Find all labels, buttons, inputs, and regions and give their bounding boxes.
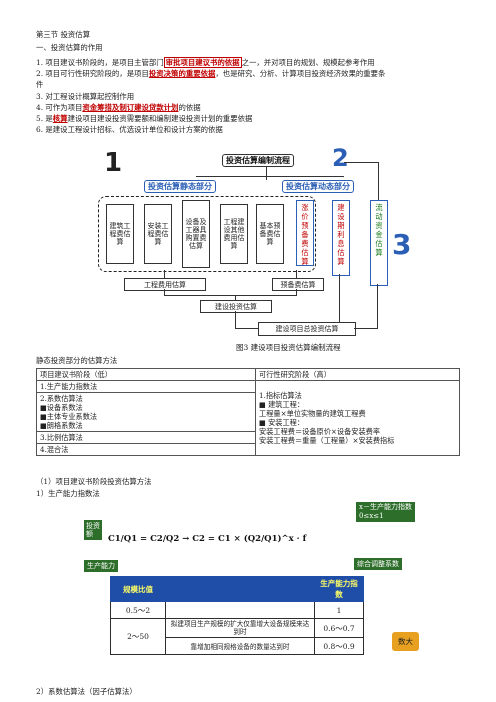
stamp-label: 数大 xyxy=(392,632,419,651)
role-item-tail: 的依据 xyxy=(178,102,201,112)
cap-desc-1 xyxy=(165,601,315,619)
cap-desc-3: 靠增加相同规格设备的数量达到时 xyxy=(165,637,315,655)
diagram-caption: 图3 建设项目投资估算编制流程 xyxy=(236,343,341,352)
col1-line-2: 2.系数估算法 xyxy=(40,394,83,403)
cap-index-1: 1 xyxy=(314,601,364,619)
static-method-heading: 静态投资部分的估算方法 xyxy=(36,356,118,365)
role-item: 1. 项目建议书阶段的，是项目主管部门审批项目建议书的依据之一，并对项目的规划、… xyxy=(36,57,375,68)
prep-cost-box: 预备费估算 xyxy=(272,278,324,291)
x-label-box: x－生产能力指数 0≤x≤1 xyxy=(356,502,415,522)
x-range: 0≤x≤1 xyxy=(359,512,384,520)
cap-h2: 生产能力指数 xyxy=(314,576,364,602)
static-box-3: 设备及工器具购置费估算 xyxy=(182,200,210,268)
role-item-text: 件 xyxy=(36,80,44,90)
col2-line-3: 工程量×单位实物量的建筑工程费 xyxy=(259,409,366,418)
static-box-5: 基本预备费估算 xyxy=(256,204,284,264)
dynamic-part-label: 投资估算动态部分 xyxy=(282,180,354,193)
col2-line-5: 安装工程费＝设备原价×设备安装费率 xyxy=(259,427,381,436)
role-item-highlight: 投资决策的重要依据 xyxy=(148,69,216,79)
col1-header: 项目建议书阶段（低） xyxy=(36,368,256,381)
cap-ratio-1: 0.5～2 xyxy=(110,601,166,619)
role-item-text: 5. 是 xyxy=(36,114,53,123)
role-item-highlight: 核算 xyxy=(52,114,68,123)
col1-line-5: ■朗格系数法 xyxy=(40,421,83,430)
role-item-tail: ，也是研究、分析、计算项目投资经济效果的重要条 xyxy=(215,69,386,79)
col2-line-2: ■ 建筑工程： xyxy=(259,400,305,409)
engineering-cost-box: 工程费用估算 xyxy=(124,278,206,291)
number-2: 2 xyxy=(332,144,349,172)
col1-line-3: ■设备系数法 xyxy=(40,403,83,412)
role-item: 3. 对工程设计概算起控制作用 xyxy=(36,92,134,101)
cap-index-2: 0.6～0.7 xyxy=(314,618,364,638)
role-item: 4. 可作为项目资金筹措及制订建设贷款计划的依据 xyxy=(36,103,201,112)
col2-line-4: ■ 安装工程： xyxy=(259,418,305,427)
role-item: 2. 项目可行性研究阶段的，是项目投资决策的重要依据，也是研究、分析、计算项目投… xyxy=(36,69,385,78)
role-item-text: 1. 项目建议书阶段的，是项目主管部门 xyxy=(36,58,164,67)
static-box-2: 安装工程费估算 xyxy=(144,204,172,264)
static-box-1: 建筑工程费估算 xyxy=(106,204,134,264)
cap-index-3: 0.8～0.9 xyxy=(314,637,364,655)
role-item: 5. 是核算建设项目建设投资需要额和编制建设投资计划的重要依据 xyxy=(36,114,252,123)
working-capital-box: 流动资金估算 xyxy=(370,200,388,286)
col2-line-1: 1.指标估算法 xyxy=(259,391,302,400)
col1-line-4: ■主体专业系数法 xyxy=(40,412,98,421)
flow-diagram: 投资估算编制流程 1 2 3 投资估算静态部分 投资估算动态部分 建筑工程费估算… xyxy=(96,144,432,352)
construction-invest-box: 建设投资估算 xyxy=(200,300,272,313)
invest-label: 投资额 xyxy=(84,520,102,540)
col1-row-3: 3.比例估算法 xyxy=(36,431,256,444)
method-table: 项目建议书阶段（低） 可行性研究阶段（高） 1.生产能力指数法 1.指标估算法 … xyxy=(36,368,460,456)
number-3: 3 xyxy=(392,228,412,261)
role-item-text: 2. 项目可行性研究阶段的，是项目 xyxy=(36,69,149,79)
f-label: 综合调整系数 xyxy=(354,558,402,570)
cap-desc-2: 拟建项目生产规模的扩大仅靠增大设备规模来达到时 xyxy=(165,618,315,638)
flow-title: 投资估算编制流程 xyxy=(222,154,294,167)
role-item: 件 xyxy=(36,80,43,89)
capacity-table: 规模比值 生产能力指数 0.5～2 1 2～50 拟建项目生产规模的扩大仅靠增大… xyxy=(110,576,364,655)
subheading-3: 2）系数估算法（因子估算法） xyxy=(36,687,137,696)
subheading-1: （1）项目建议书阶段投资估算方法 xyxy=(36,477,152,486)
role-item-highlight: 资金筹措及制订建设贷款计划 xyxy=(82,102,179,112)
role-item-text: 4. 可作为项目 xyxy=(36,102,83,112)
subheading-2: 1）生产能力指数法 xyxy=(36,489,100,498)
capacity-label: 生产能力 xyxy=(84,560,118,572)
role-item-tail: 建设项目建设投资需要额和编制建设投资计划的重要依据 xyxy=(67,114,253,123)
section-title: 第三节 投资估算 xyxy=(36,30,91,39)
role-item-tail: 之一，并对项目的规划、规模起参考作用 xyxy=(241,58,375,67)
formula-eq: C1/Q1 = C2/Q2 → C2 = C1 × (Q2/Q1)^x · f xyxy=(108,534,307,544)
col2-line-6: 安装工程费＝重量（工程量）×安装费指标 xyxy=(259,436,395,445)
col1-row-1: 1.生产能力指数法 xyxy=(36,380,256,393)
role-item-text: 3. 对工程设计概算起控制作用 xyxy=(36,91,135,101)
col2-header: 可行性研究阶段（高） xyxy=(255,368,460,381)
static-group xyxy=(98,196,316,272)
total-invest-box: 建设项目总投资估算 xyxy=(258,322,356,336)
role-item-highlight: 审批项目建议书的依据 xyxy=(163,57,242,68)
role-item: 6. 是建设工程设计招标、优选设计单位和设计方案的依据 xyxy=(36,125,223,134)
static-part-label: 投资估算静态部分 xyxy=(144,180,216,193)
cap-h1: 规模比值 xyxy=(110,576,166,602)
role-item-text: 6. 是建设工程设计招标、优选设计单位和设计方案的依据 xyxy=(36,125,223,135)
col1-row-4: 4.混合法 xyxy=(36,443,256,456)
col2-cell: 1.指标估算法 ■ 建筑工程： 工程量×单位实物量的建筑工程费 ■ 安装工程： … xyxy=(255,380,460,456)
cap-h-desc xyxy=(165,576,315,602)
formula-area: 投资额 生产能力 C1/Q1 = C2/Q2 → C2 = C1 × (Q2/Q… xyxy=(84,502,444,576)
dynamic-box-1: 涨价预备费估算 xyxy=(296,200,314,266)
number-1: 1 xyxy=(104,148,123,178)
heading-role: 一、投资估算的作用 xyxy=(36,43,103,52)
static-box-4: 工程建设其他费用估算 xyxy=(220,204,248,264)
col1-row-2: 2.系数估算法 ■设备系数法 ■主体专业系数法 ■朗格系数法 xyxy=(36,392,256,432)
x-label: x－生产能力指数 xyxy=(359,503,412,511)
cap-ratio-2: 2～50 xyxy=(110,618,166,655)
dynamic-box-2: 建设期利息估算 xyxy=(332,200,350,276)
